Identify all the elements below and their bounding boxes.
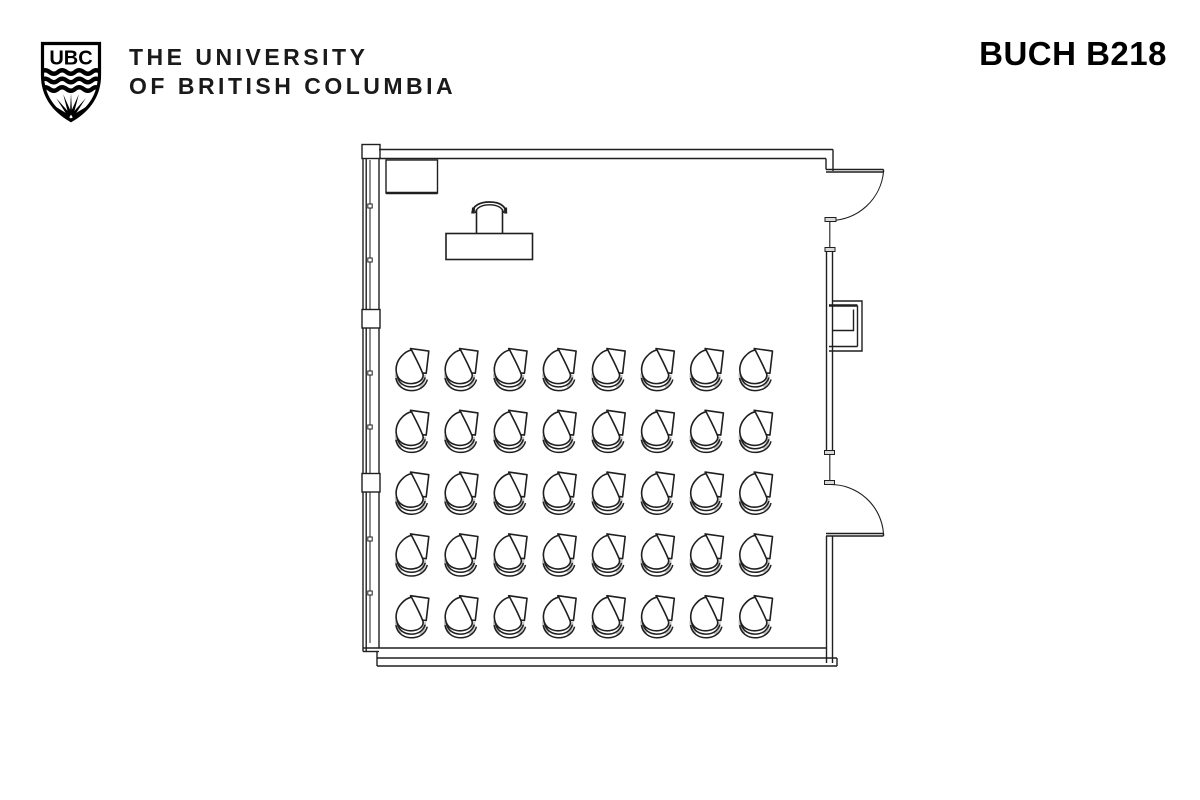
student-chair (590, 532, 627, 578)
student-chair (492, 408, 529, 455)
student-chair (590, 408, 627, 455)
ubc-brand: UBC THE UNIVERSITY OF BRITISH COLUMBIA (38, 40, 456, 124)
student-chair (541, 532, 578, 578)
student-chair (738, 470, 775, 516)
bottom-wall (363, 647, 838, 667)
left-window-wall (361, 143, 381, 652)
student-chair (639, 470, 676, 516)
instructor-table (445, 232, 534, 261)
student-chair (688, 346, 725, 393)
student-chair (738, 408, 775, 455)
window-mullion (361, 308, 381, 329)
student-chair (443, 346, 480, 393)
student-chair (394, 470, 431, 516)
wordmark-line2: OF BRITISH COLUMBIA (129, 72, 457, 99)
door-leaf (826, 168, 885, 173)
wall-corner-block (361, 143, 381, 160)
student-chair (688, 470, 725, 516)
student-chair (443, 408, 480, 455)
ubc-crest-icon: UBC (40, 41, 102, 123)
wordmark-line1: THE UNIVERSITY (129, 44, 369, 70)
student-chair (590, 470, 627, 516)
student-chair (639, 594, 676, 640)
door-jamb (824, 217, 837, 222)
student-chair (590, 346, 627, 393)
instructor-station (445, 201, 534, 261)
crest-waves-icon (42, 68, 100, 93)
student-chair (541, 408, 578, 455)
room-title: BUCH B218 (979, 35, 1167, 72)
door-jamb (824, 247, 836, 252)
student-chair (639, 408, 676, 455)
student-chair (738, 594, 775, 640)
student-chair (639, 346, 676, 393)
student-chair (394, 594, 431, 640)
door-jamb (824, 450, 835, 455)
student-chair (541, 346, 578, 393)
window-mullion-ticks (367, 203, 373, 596)
door-leaf (826, 532, 885, 537)
student-chair (688, 408, 725, 455)
student-chair (492, 532, 529, 578)
door-swing-arc (830, 171, 885, 222)
right-wall (824, 251, 835, 663)
student-chair (688, 594, 725, 640)
ubc-wordmark: THE UNIVERSITY OF BRITISH COLUMBIA (129, 43, 456, 100)
cabinet (385, 159, 439, 195)
door-jamb (824, 480, 835, 485)
student-chair (394, 532, 431, 578)
student-chair (541, 594, 578, 640)
window-mullion (361, 472, 381, 493)
wall-alcove (829, 300, 863, 352)
seating-grid (394, 346, 775, 640)
student-chair (443, 532, 480, 578)
student-chair (541, 470, 578, 516)
student-chair (738, 346, 775, 393)
instructor-chair (471, 201, 508, 234)
door-swing-arc (829, 483, 885, 534)
crest-ubc-text: UBC (49, 48, 92, 70)
student-chair (443, 470, 480, 516)
student-chair (688, 532, 725, 578)
student-chair (394, 346, 431, 393)
door-bottom (826, 483, 885, 537)
student-chair (492, 470, 529, 516)
student-chair (394, 408, 431, 455)
student-chair (443, 594, 480, 640)
top-wall (379, 148, 834, 171)
student-chair (492, 346, 529, 393)
student-chair (492, 594, 529, 640)
door-top (824, 168, 885, 252)
student-chair (738, 532, 775, 578)
student-chair (590, 594, 627, 640)
student-chair (639, 532, 676, 578)
